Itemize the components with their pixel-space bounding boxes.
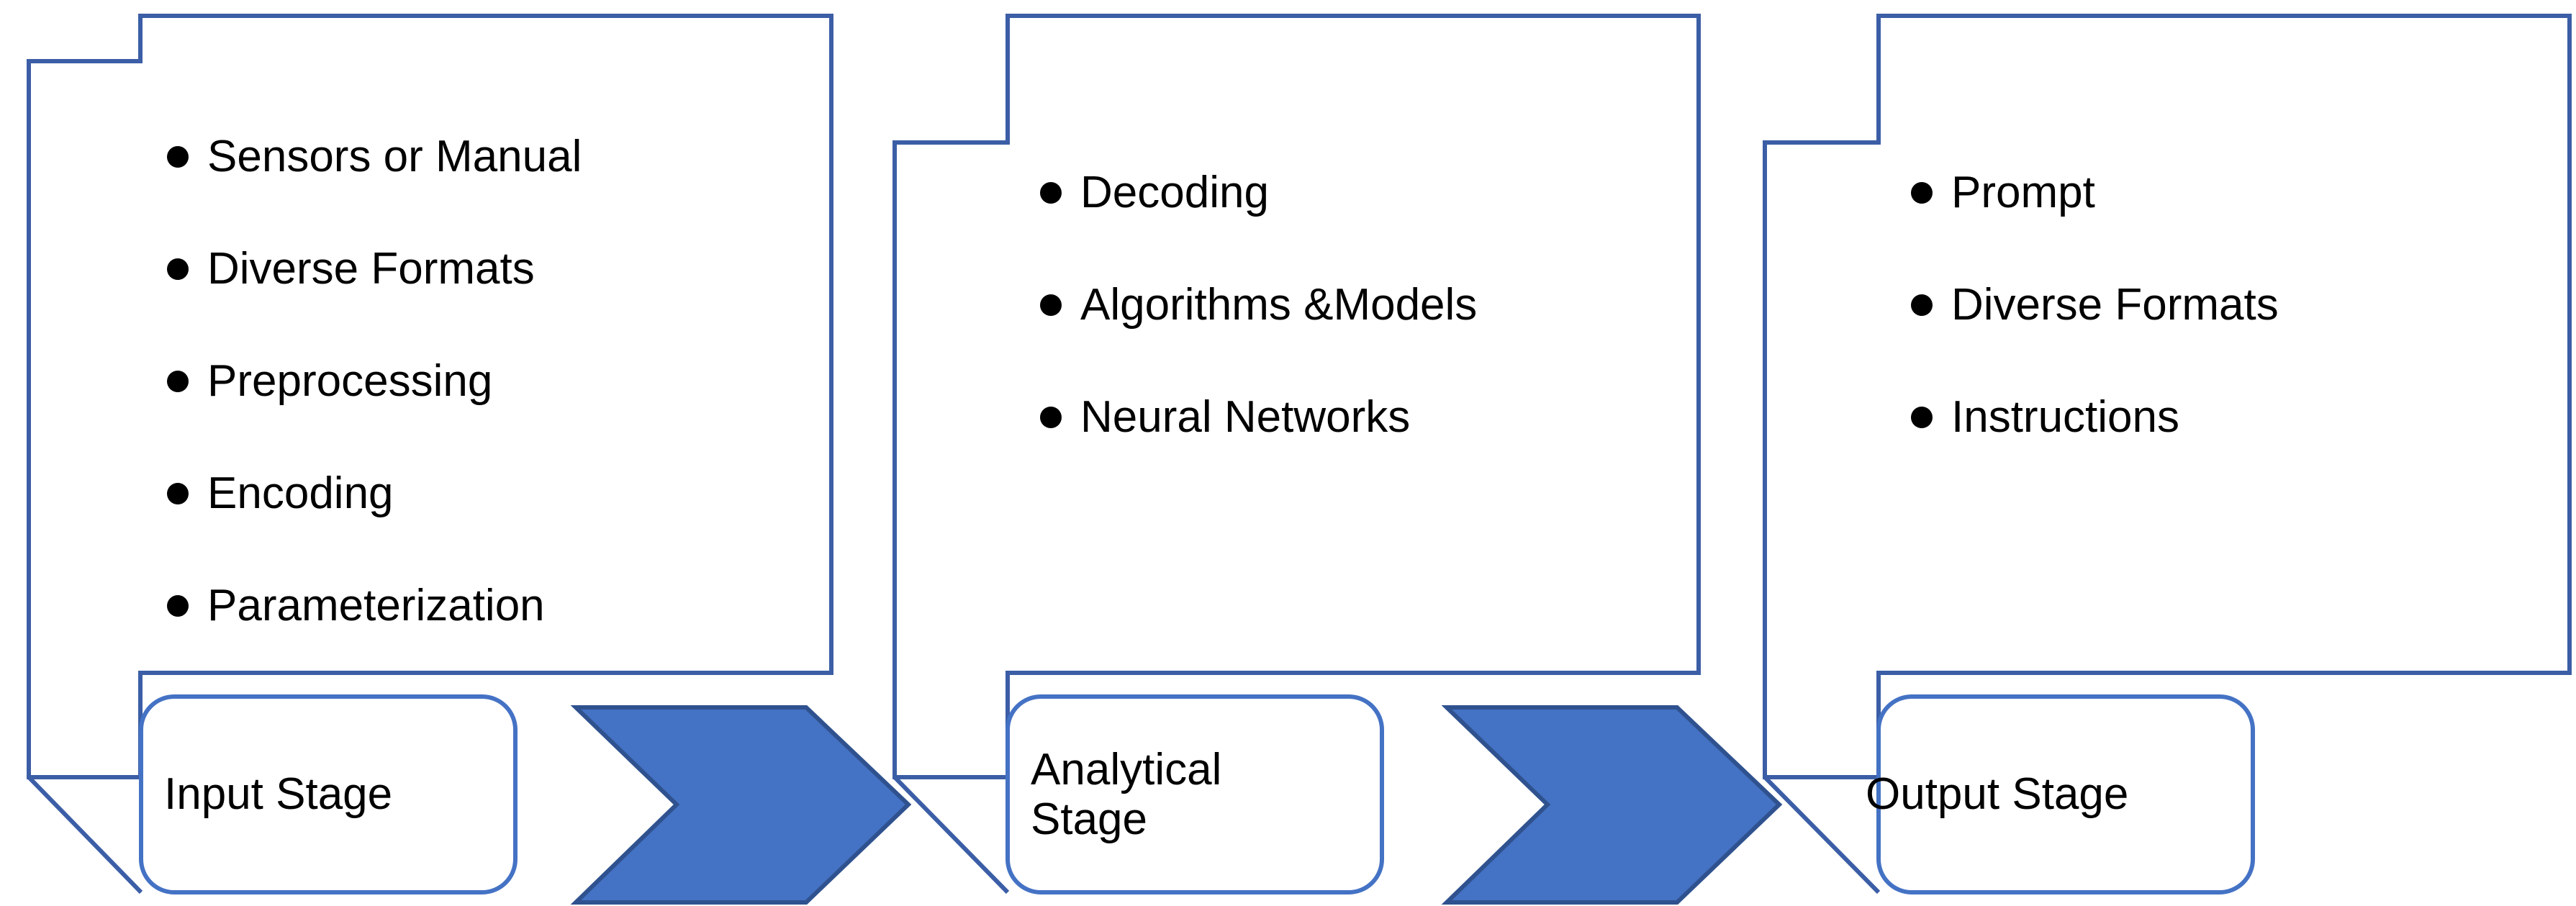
- callout-tail-diagonal-input: [27, 775, 143, 894]
- list-item: Diverse Formats: [1911, 249, 2559, 361]
- bullet-dot-icon: [167, 483, 189, 504]
- list-item-label: Diverse Formats: [207, 243, 535, 294]
- list-item-label: Prompt: [1951, 167, 2095, 217]
- list-item-label: Algorithms &Models: [1080, 279, 1478, 330]
- list-item-label: Diverse Formats: [1951, 279, 2279, 330]
- list-item-label: Parameterization: [207, 580, 545, 630]
- bullet-dot-icon: [1911, 407, 1933, 428]
- list-item: Decoding: [1040, 137, 1688, 249]
- arrow-analytical-to-output[interactable]: [1441, 705, 1783, 905]
- stage-pill-input[interactable]: [139, 694, 518, 894]
- bullet-dot-icon: [1040, 182, 1062, 204]
- list-item: Parameterization: [167, 550, 815, 662]
- list-item: Encoding: [167, 438, 815, 550]
- stage-pill-output[interactable]: [1876, 694, 2255, 894]
- list-item: Prompt: [1911, 137, 2559, 249]
- list-item-label: Instructions: [1951, 391, 2180, 442]
- bullet-dot-icon: [1911, 294, 1933, 316]
- bullet-dot-icon: [167, 146, 189, 168]
- bullet-list-analytical: Decoding Algorithms &Models Neural Netwo…: [1040, 137, 1688, 474]
- list-item-label: Preprocessing: [207, 355, 493, 406]
- list-item: Instructions: [1911, 361, 2559, 474]
- list-item: Sensors or Manual: [167, 101, 815, 213]
- bullet-dot-icon: [167, 371, 189, 392]
- list-item-label: Sensors or Manual: [207, 131, 582, 181]
- bullet-dot-icon: [167, 595, 189, 617]
- callout-tail-diagonal-output: [1763, 775, 1881, 894]
- bullet-list-output: Prompt Diverse Formats Instructions: [1911, 137, 2559, 474]
- bullet-dot-icon: [1040, 407, 1062, 428]
- callout-tail-diagonal-analytical: [892, 775, 1010, 894]
- bullet-dot-icon: [1040, 294, 1062, 316]
- arrow-input-to-analytical[interactable]: [570, 705, 912, 905]
- list-item: Diverse Formats: [167, 213, 815, 325]
- list-item-label: Neural Networks: [1080, 391, 1411, 442]
- list-item-label: Encoding: [207, 468, 394, 518]
- list-item: Algorithms &Models: [1040, 249, 1688, 361]
- stage-pill-analytical[interactable]: [1005, 694, 1384, 894]
- list-item: Preprocessing: [167, 325, 815, 438]
- stage-pill-label-input: Input Stage: [164, 769, 393, 820]
- bullet-dot-icon: [167, 258, 189, 280]
- list-item-label: Decoding: [1080, 167, 1269, 217]
- bullet-dot-icon: [1911, 182, 1933, 204]
- stage-pill-label-analytical: Analytical Stage: [1031, 744, 1222, 844]
- stage-pill-label-output: Output Stage: [1866, 769, 2129, 820]
- bullet-list-input: Sensors or Manual Diverse Formats Prepro…: [167, 101, 815, 662]
- list-item: Neural Networks: [1040, 361, 1688, 474]
